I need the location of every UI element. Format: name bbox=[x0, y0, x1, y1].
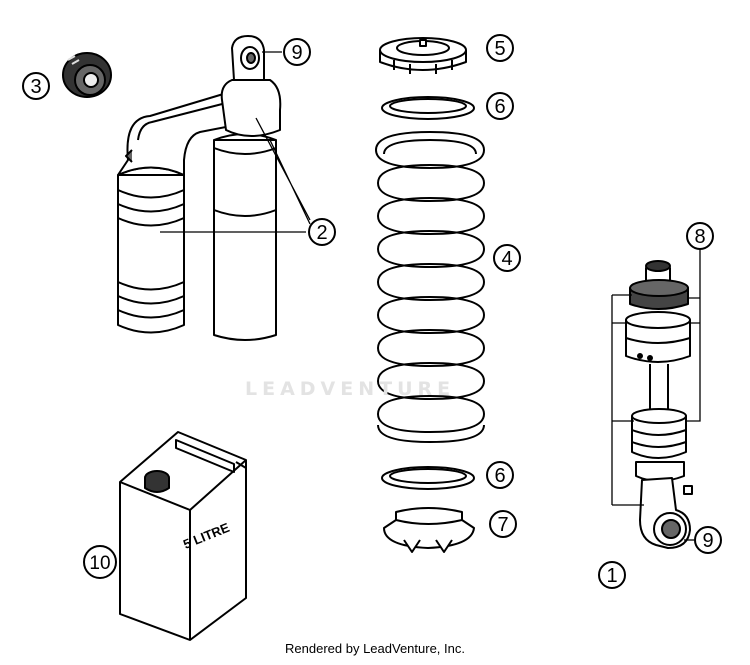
part-2-reservoir-assembly bbox=[117, 35, 282, 341]
part-6-washer-upper bbox=[381, 96, 475, 120]
callout-8: 8 bbox=[694, 226, 705, 248]
watermark: LEADVENTURE bbox=[245, 378, 456, 400]
callout-5: 5 bbox=[494, 38, 505, 60]
callout-9-bottom: 9 bbox=[702, 530, 713, 552]
part-6-washer-lower bbox=[381, 466, 475, 490]
callout-10: 10 bbox=[89, 553, 110, 574]
leader-lines bbox=[160, 51, 701, 541]
callout-4: 4 bbox=[501, 248, 512, 270]
part-1-damper-assembly bbox=[625, 260, 693, 549]
callout-9-top: 9 bbox=[291, 42, 302, 64]
part-4-spring bbox=[375, 131, 485, 443]
callout-6-upper: 6 bbox=[494, 96, 505, 118]
part-10-oil-can bbox=[119, 431, 247, 641]
callout-1: 1 bbox=[606, 565, 617, 587]
footer-credit: Rendered by LeadVenture, Inc. bbox=[285, 641, 465, 656]
callout-6-lower: 6 bbox=[494, 465, 505, 487]
callout-7: 7 bbox=[497, 514, 508, 536]
part-7-spring-retainer bbox=[383, 507, 475, 553]
part-3-bump-stop bbox=[62, 52, 112, 98]
part-5-collar-nut bbox=[379, 37, 467, 74]
callout-2: 2 bbox=[316, 222, 327, 244]
callout-3: 3 bbox=[30, 76, 41, 98]
callout-circles bbox=[22, 34, 722, 589]
